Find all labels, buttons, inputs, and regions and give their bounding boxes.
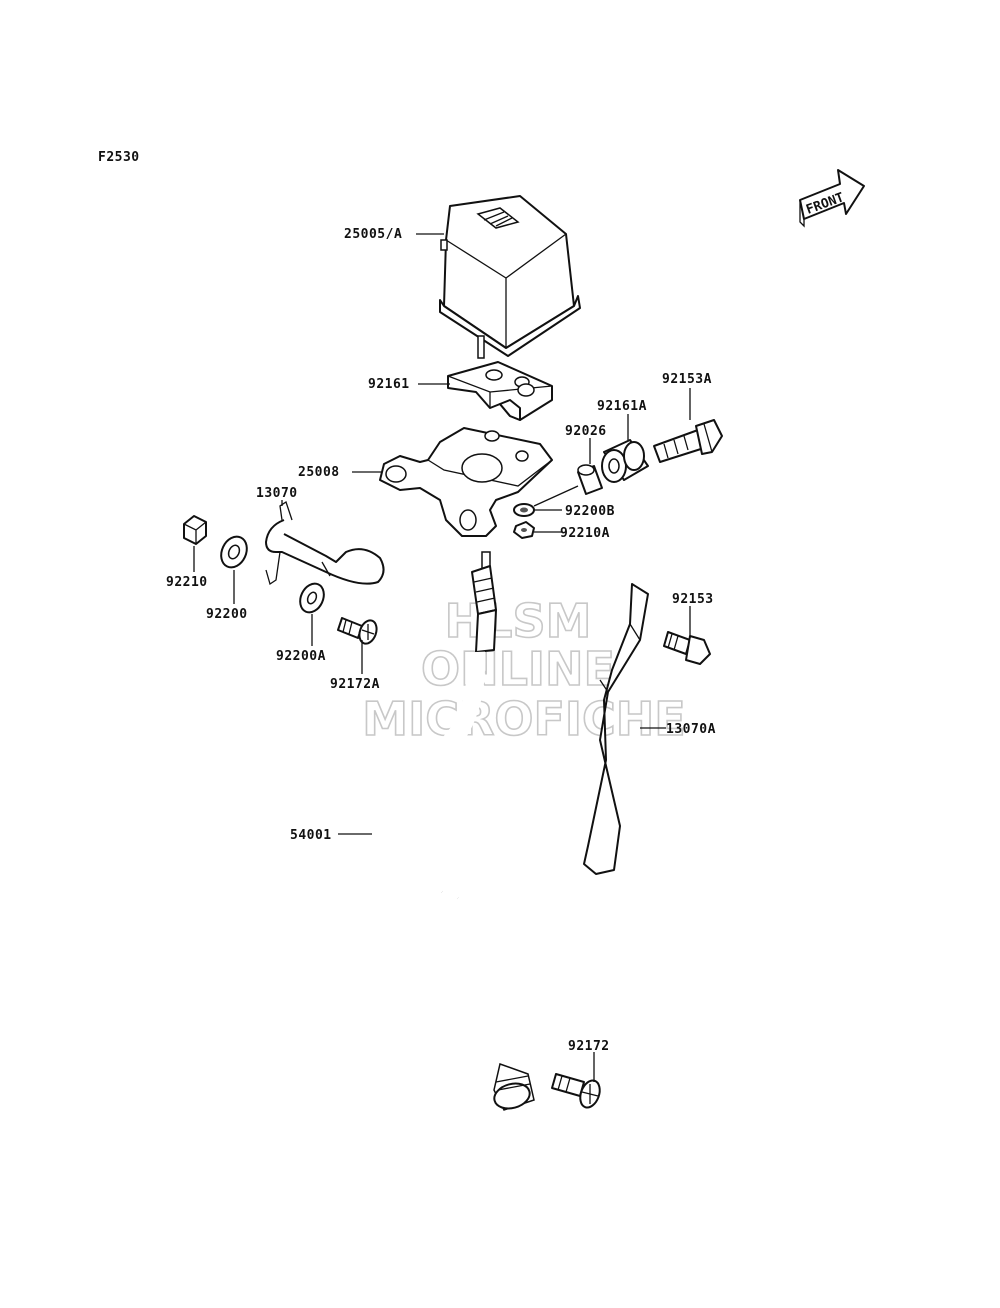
- label-92200b: 92200B: [565, 504, 615, 519]
- washer-92200b: [513, 503, 535, 517]
- label-13070: 13070: [256, 486, 298, 501]
- rubber-grommet: [447, 361, 553, 421]
- nut-92210: [183, 515, 207, 545]
- label-92172a: 92172A: [330, 677, 380, 692]
- speedometer-unit: [439, 195, 581, 359]
- front-arrow-icon: FRONT: [799, 169, 865, 228]
- washer-92200: [220, 535, 248, 569]
- cable-clamp: [265, 500, 385, 586]
- label-92153a: 92153A: [662, 372, 712, 387]
- watermark-line-1: HLSM: [445, 594, 592, 648]
- bolt-92153: [663, 631, 711, 665]
- label-92210a: 92210A: [560, 526, 610, 541]
- label-13070a: 13070A: [666, 722, 716, 737]
- label-92026: 92026: [565, 424, 607, 439]
- label-54001: 54001: [290, 828, 332, 843]
- label-92161: 92161: [368, 377, 410, 392]
- screw-92172: [551, 1073, 601, 1109]
- diagram-code: F2530: [98, 150, 140, 165]
- bolt-92153a: [653, 419, 723, 463]
- label-25008: 25008: [298, 465, 340, 480]
- label-92161a: 92161A: [597, 399, 647, 414]
- long-cable-clamp: [583, 583, 649, 875]
- nut-92210a: [513, 521, 535, 539]
- label-25005a: 25005/A: [344, 227, 402, 242]
- bolt-axis-line: [533, 485, 579, 507]
- label-92153: 92153: [672, 592, 714, 607]
- meter-bracket: [379, 427, 553, 537]
- watermark: HLSM ONLINE MICROFICHE: [361, 593, 686, 747]
- speedometer-cable: [359, 551, 552, 1111]
- damper-rubber: [601, 439, 649, 483]
- label-92200a: 92200A: [276, 649, 326, 664]
- label-92172: 92172: [568, 1039, 610, 1054]
- leader-lines: [193, 233, 691, 1082]
- washer-92200a: [299, 582, 325, 614]
- screw-92172a: [337, 617, 378, 645]
- watermark-line-2: ONLINE: [421, 642, 615, 696]
- watermark-line-3: MICROFICHE: [362, 692, 685, 746]
- label-92210: 92210: [166, 575, 208, 590]
- collar: [577, 464, 603, 495]
- label-92200: 92200: [206, 607, 248, 622]
